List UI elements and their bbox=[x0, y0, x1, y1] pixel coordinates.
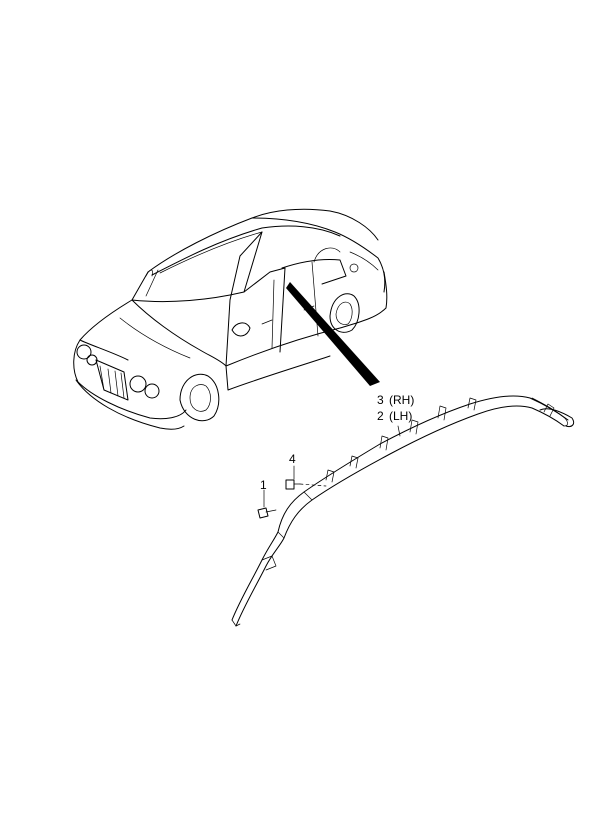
callout-3-side: (RH) bbox=[389, 393, 414, 407]
callout-2-side: (LH) bbox=[389, 409, 412, 423]
leader-line-2-3 bbox=[397, 425, 401, 437]
nut-part-4 bbox=[285, 465, 327, 490]
leader-wedge bbox=[286, 282, 380, 386]
callout-1: 1 bbox=[260, 478, 267, 492]
callout-3: 3 bbox=[377, 393, 384, 407]
sedan-illustration bbox=[73, 208, 388, 430]
bolt-part-1 bbox=[257, 489, 277, 519]
callout-2: 2 bbox=[377, 409, 384, 423]
curtain-airbag-module bbox=[231, 395, 575, 627]
callout-4: 4 bbox=[289, 452, 296, 466]
